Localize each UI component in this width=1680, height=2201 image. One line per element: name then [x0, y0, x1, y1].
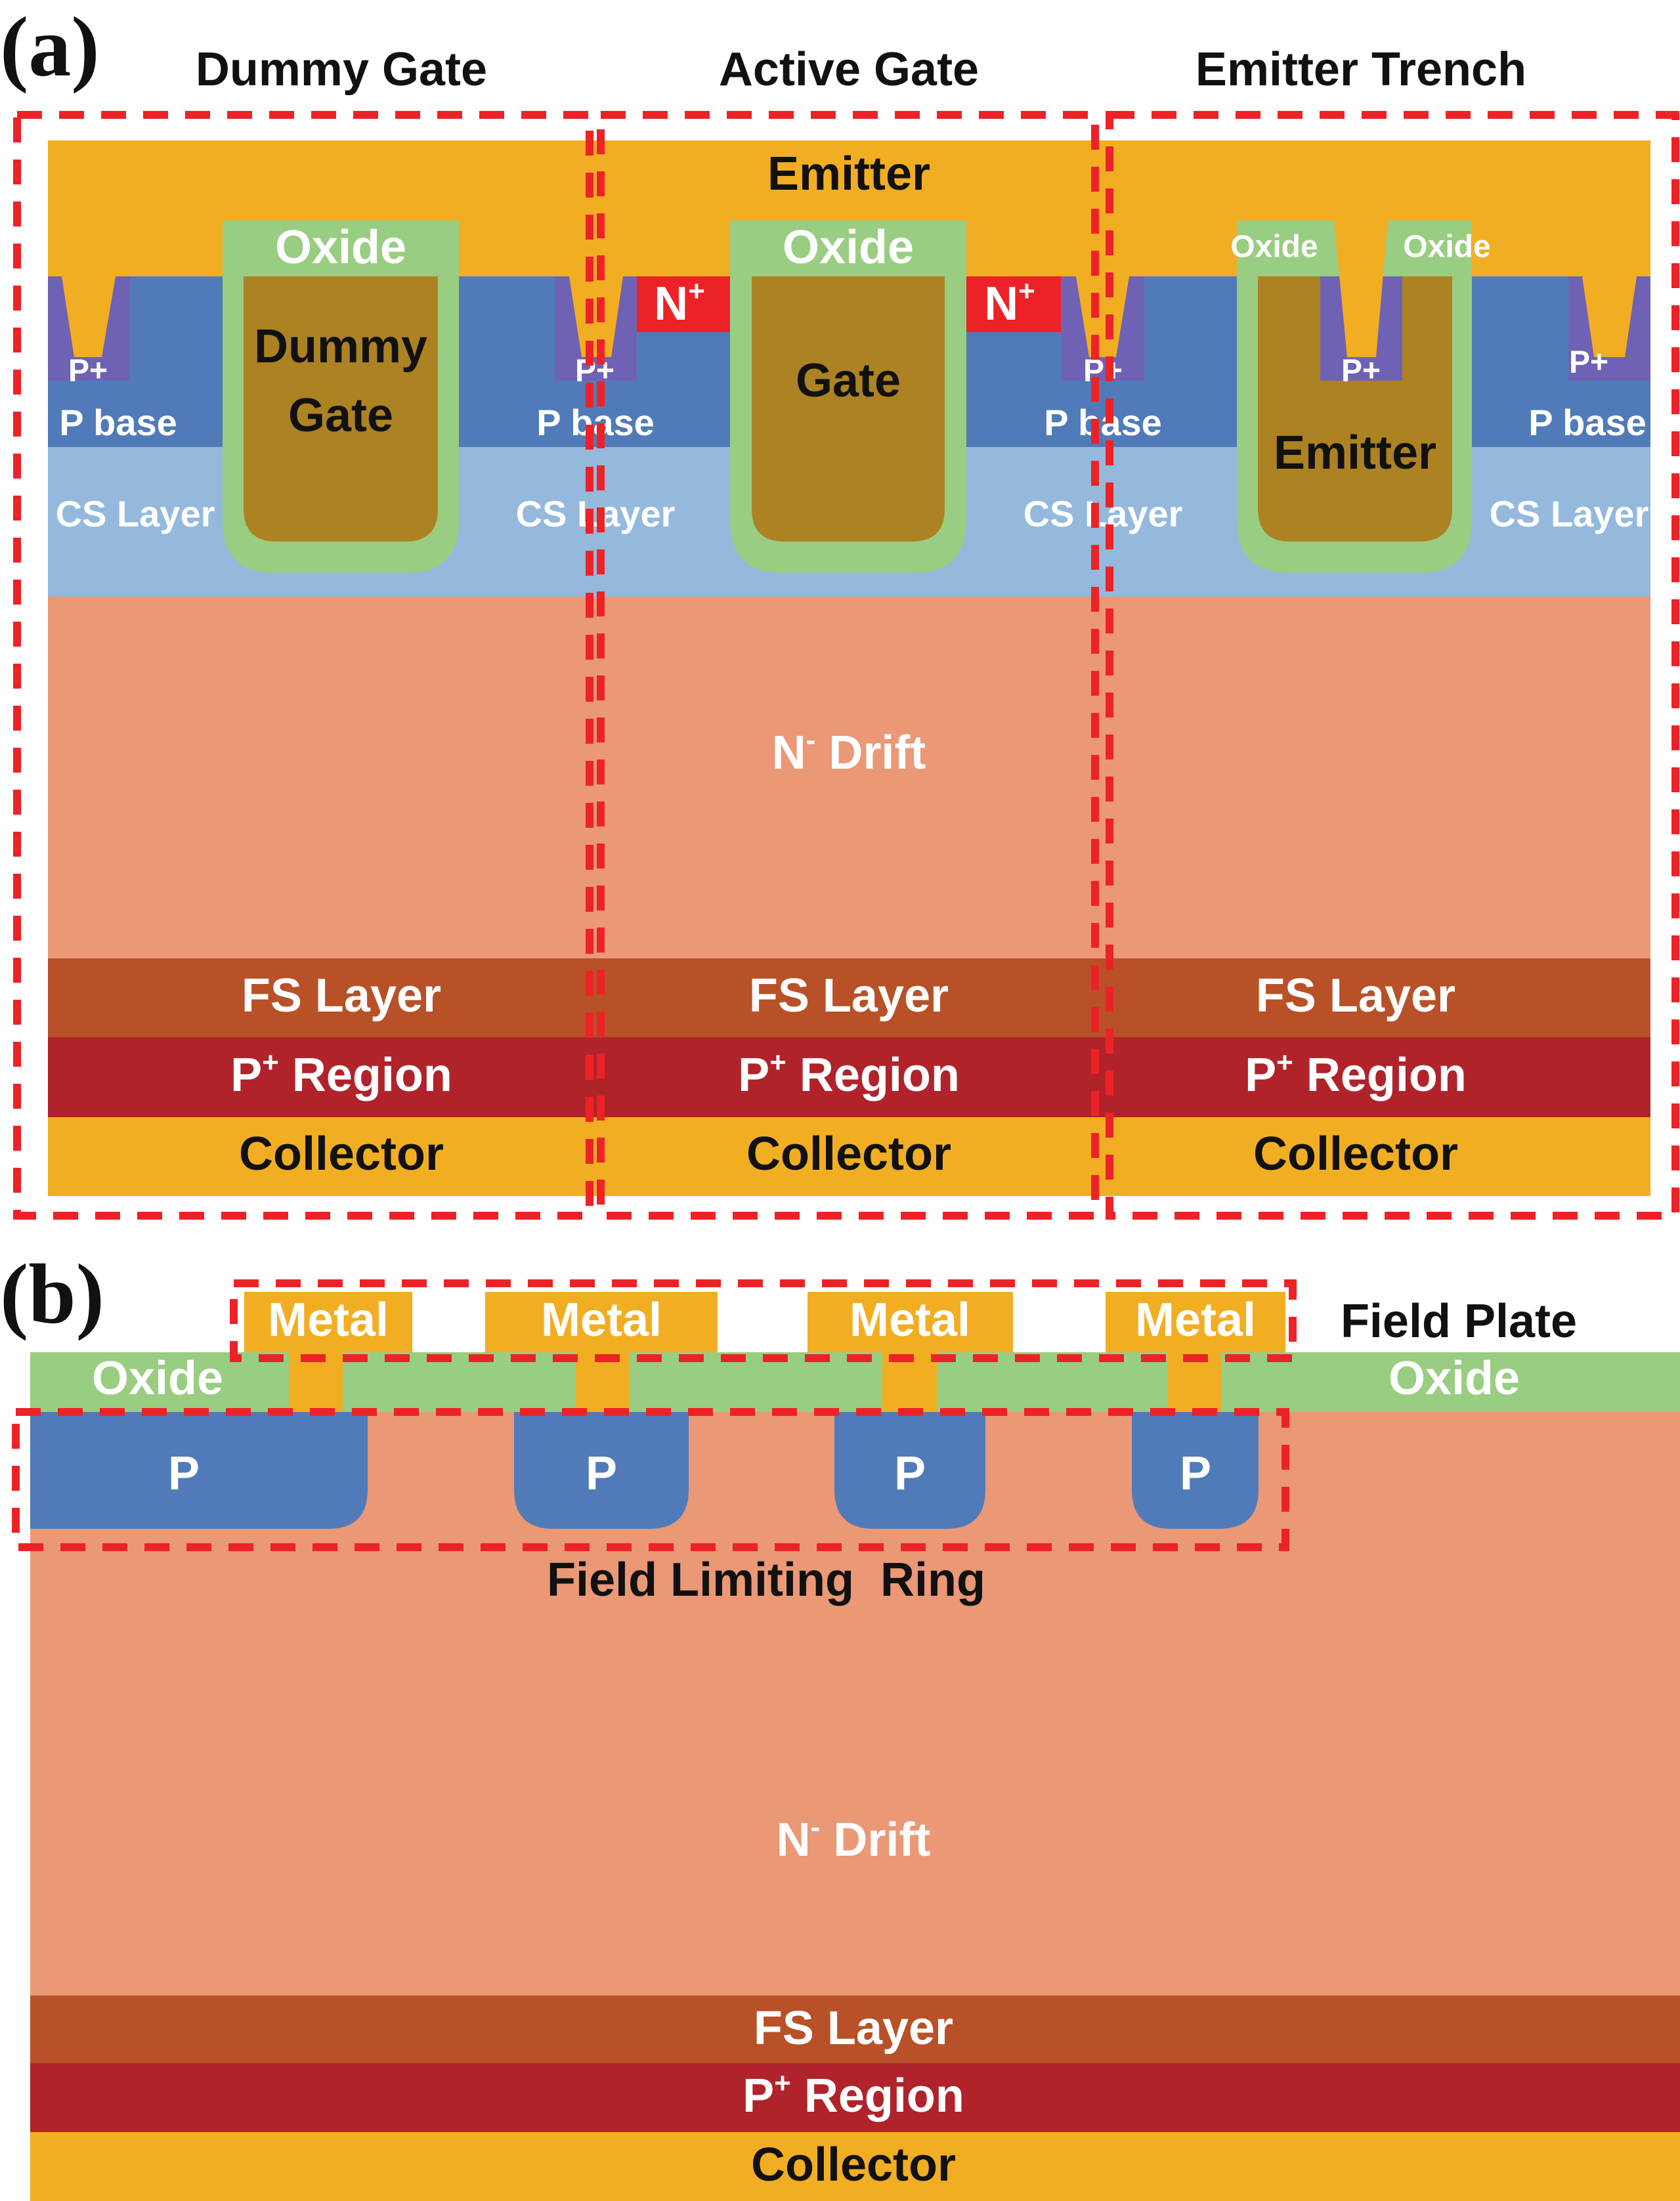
p-plus-label: P+ — [68, 354, 108, 389]
oxide-label: Oxide — [1403, 230, 1490, 265]
metal-label: Metal — [541, 1294, 662, 1346]
n-drift-label: N- Drift — [772, 724, 926, 779]
p-plus-label: P+ — [1083, 354, 1123, 389]
emitter-contact — [1582, 276, 1637, 357]
cs-layer-label: CS Layer — [56, 493, 215, 534]
field-plate-dashed-box — [230, 1279, 1297, 1362]
section-title-emitter-trench: Emitter Trench — [1195, 43, 1526, 96]
fs-layer-label: FS Layer — [749, 970, 949, 1022]
panel-a: (a) Dummy Gate Active Gate Emitter Trenc… — [0, 0, 1679, 1220]
p-base-label: P base — [1528, 402, 1647, 443]
p-ring-region — [1132, 1412, 1259, 1529]
p-plus-label: P+ — [575, 354, 614, 389]
cs-layer-label: CS Layer — [516, 493, 676, 534]
p-label: P — [586, 1447, 617, 1500]
emitter-label: Emitter — [767, 148, 930, 200]
dummy-gate-label-line2: Gate — [288, 389, 393, 442]
oxide-label: Oxide — [1389, 1352, 1520, 1405]
p-plus-region-label: P+ Region — [743, 2067, 964, 2122]
metal-label: Metal — [268, 1294, 389, 1346]
emitter-contact — [569, 276, 623, 357]
n-plus-label: N+ — [984, 275, 1035, 330]
metal-label: Metal — [850, 1294, 970, 1346]
n-plus-label: N+ — [654, 275, 705, 330]
panel-b-label: (b) — [0, 1247, 104, 1342]
metal-field-plate — [1106, 1292, 1285, 1352]
p-ring-region — [834, 1412, 985, 1529]
p-base-label: P base — [1044, 402, 1162, 443]
cs-layer-label: CS Layer — [1023, 493, 1183, 534]
p-label: P — [168, 1447, 200, 1500]
fs-layer-label: FS Layer — [1256, 970, 1455, 1022]
collector-metal — [30, 2132, 1680, 2201]
n-plus-region — [637, 276, 731, 332]
p-label: P — [1180, 1447, 1211, 1500]
metal-label: Metal — [1135, 1294, 1256, 1346]
collector-label: Collector — [751, 2139, 956, 2191]
p-base-label: P base — [536, 402, 655, 443]
active-gate-poly — [752, 276, 945, 542]
section-title-active-gate: Active Gate — [719, 43, 979, 96]
bottom-layer-labels: FS Layer FS Layer FS Layer P+ Region P+ … — [230, 970, 1467, 1180]
p-plus-region-label: P+ Region — [230, 1046, 452, 1101]
collector-label: Collector — [239, 1128, 444, 1180]
emitter-trench-poly — [1258, 276, 1452, 542]
field-limiting-ring-label: Field Limiting Ring — [547, 1554, 985, 1606]
p-plus-region-label: P+ Region — [738, 1046, 960, 1101]
p-plus-region — [48, 1037, 1650, 1117]
emitter-contact — [1076, 276, 1129, 357]
p-ring-region — [514, 1412, 689, 1529]
dummy-gate-label-line1: Dummy — [254, 320, 427, 373]
panel-a-label: (a) — [0, 0, 100, 95]
emitter-contact — [1334, 221, 1388, 357]
section-title-dummy-gate: Dummy Gate — [196, 43, 487, 96]
p-ring-region — [30, 1412, 368, 1529]
n-drift-label: N- Drift — [777, 1811, 931, 1866]
field-plate-label: Field Plate — [1341, 1295, 1577, 1348]
n-drift-layer — [48, 597, 1650, 958]
trench-emitter-label: Emitter — [1274, 427, 1436, 479]
oxide-label: Oxide — [275, 221, 406, 274]
gate-label: Gate — [796, 354, 901, 407]
fs-layer-label: FS Layer — [754, 2002, 953, 2055]
p-plus-label: P+ — [1569, 345, 1608, 380]
metal-field-plate — [244, 1292, 412, 1352]
cs-layer-label: CS Layer — [1490, 493, 1649, 534]
fs-layer — [48, 958, 1650, 1037]
collector-label: Collector — [746, 1128, 951, 1180]
oxide-label: Oxide — [783, 221, 914, 274]
collector-metal — [48, 1117, 1650, 1196]
collector-label: Collector — [1253, 1128, 1458, 1180]
metal-field-plate — [485, 1292, 718, 1352]
field-limiting-ring-dashed-box — [12, 1408, 1289, 1551]
n-plus-region — [966, 276, 1061, 332]
emitter-contact — [62, 276, 116, 357]
fs-layer — [30, 1996, 1680, 2063]
dummy-gate-poly — [244, 276, 438, 542]
p-plus-region-label: P+ Region — [1245, 1046, 1467, 1101]
emitter-trench-dashed-box — [1106, 111, 1679, 1220]
oxide-label: Oxide — [1230, 230, 1318, 265]
dummy-gate-dashed-box — [13, 111, 593, 1220]
p-base-label: P base — [59, 402, 177, 443]
p-plus-region — [30, 2063, 1680, 2132]
metal-field-plate — [808, 1292, 1013, 1352]
p-label: P — [894, 1447, 926, 1500]
p-plus-label: P+ — [1341, 354, 1381, 389]
panel-b: (b) Metal Metal Metal Metal Field Plate … — [0, 1247, 1680, 2201]
oxide-label: Oxide — [92, 1352, 223, 1405]
fs-layer-label: FS Layer — [242, 970, 441, 1022]
